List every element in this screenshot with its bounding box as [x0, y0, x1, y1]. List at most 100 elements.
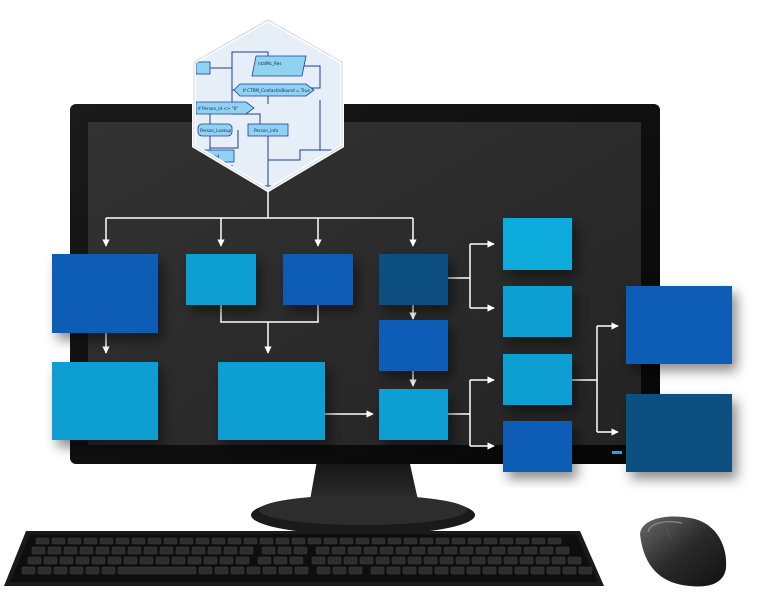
box-11 [503, 354, 572, 405]
keyboard [4, 531, 604, 586]
keyboard-key [459, 546, 474, 555]
box-9 [503, 218, 572, 270]
keyboard-key [327, 556, 342, 565]
keyboard-key [435, 537, 450, 545]
keyboard-key [411, 546, 426, 555]
keyboard-key [539, 546, 554, 555]
keyboard-key [115, 537, 130, 545]
keyboard-key [387, 537, 402, 545]
keyboard-key [278, 566, 293, 575]
keyboard-key [546, 566, 561, 575]
keyboard-key [423, 556, 438, 565]
box-3 [283, 254, 353, 305]
keyboard-key [291, 537, 306, 545]
keyboard-key [347, 546, 362, 555]
keyboard-key [475, 546, 490, 555]
monitor [70, 104, 660, 464]
keyboard-key [123, 556, 138, 565]
keyboard-key [434, 566, 449, 575]
keyboard-key [139, 556, 154, 565]
keyboard-key [223, 546, 238, 555]
keyboard-key [159, 546, 174, 555]
keyboard-key [67, 537, 82, 545]
keyboard-key [562, 566, 577, 575]
hex-node-label-2: If CTRM_ContactInBound = True [243, 88, 310, 93]
keyboard-key [207, 546, 222, 555]
keyboard-key [203, 556, 218, 565]
keyboard-key [499, 537, 514, 545]
keyboard-key [259, 537, 274, 545]
keyboard-key [47, 546, 62, 555]
keyboard-key [339, 537, 354, 545]
keyboard-key [332, 566, 347, 575]
hexagon-inset: ntalMc_Res If CTRM_ContactInBound = True… [192, 17, 344, 193]
keyboard-key [59, 556, 74, 565]
keyboard-key [191, 546, 206, 555]
keyboard-key [530, 566, 545, 575]
keyboard-key [131, 537, 146, 545]
keyboard-key [143, 546, 158, 555]
keyboard-key [467, 537, 482, 545]
mouse [640, 516, 727, 587]
keyboard-key [482, 566, 497, 575]
keyboard-key [37, 566, 52, 575]
keyboard-key [211, 537, 226, 545]
keyboard-keys [21, 537, 593, 575]
keyboard-key [239, 546, 254, 555]
keyboard-key [370, 566, 385, 575]
keyboard-key [323, 537, 338, 545]
keyboard-key [31, 546, 46, 555]
keyboard-key [418, 566, 433, 575]
keyboard-key [531, 537, 546, 545]
keyboard-key [386, 566, 401, 575]
keyboard-key [519, 556, 534, 565]
keyboard-key [311, 556, 326, 565]
keyboard-key [294, 566, 309, 575]
keyboard-key [214, 566, 229, 575]
keyboard-key [246, 566, 261, 575]
keyboard-key [507, 546, 522, 555]
box-12 [503, 421, 572, 472]
keyboard-key [355, 537, 370, 545]
keyboard-key [403, 537, 418, 545]
keyboard-key [243, 537, 258, 545]
keyboard-key [407, 556, 422, 565]
monitor-stand [251, 455, 475, 535]
keyboard-key [35, 537, 50, 545]
keyboard-key [63, 546, 78, 555]
keyboard-key [483, 537, 498, 545]
keyboard-key [451, 537, 466, 545]
keyboard-key [293, 546, 308, 555]
keyboard-key [547, 537, 562, 545]
box-14 [626, 394, 732, 472]
keyboard-key [95, 546, 110, 555]
keyboard-key [147, 537, 162, 545]
keyboard-key [555, 546, 570, 555]
power-indicator [612, 451, 622, 454]
keyboard-key [83, 537, 98, 545]
keyboard-key [277, 546, 292, 555]
keyboard-key [567, 556, 582, 565]
box-4 [379, 254, 448, 305]
keyboard-key [43, 556, 58, 565]
keyboard-key [91, 556, 106, 565]
keyboard-key [498, 566, 513, 575]
keyboard-key [289, 556, 304, 565]
keyboard-key [395, 546, 410, 555]
keyboard-key [523, 546, 538, 555]
keyboard-key [111, 546, 126, 555]
keyboard-key [262, 566, 277, 575]
keyboard-key [331, 546, 346, 555]
keyboard-key [195, 537, 210, 545]
keyboard-key [79, 546, 94, 555]
keyboard-key [450, 566, 465, 575]
keyboard-key [371, 537, 386, 545]
keyboard-key [261, 546, 276, 555]
hex-node-label-3: If Person_id <> "0" [198, 106, 238, 111]
keyboard-key [75, 556, 90, 565]
keyboard-key [179, 537, 194, 545]
keyboard-key [375, 556, 390, 565]
box-2 [186, 254, 256, 305]
keyboard-key [53, 566, 68, 575]
